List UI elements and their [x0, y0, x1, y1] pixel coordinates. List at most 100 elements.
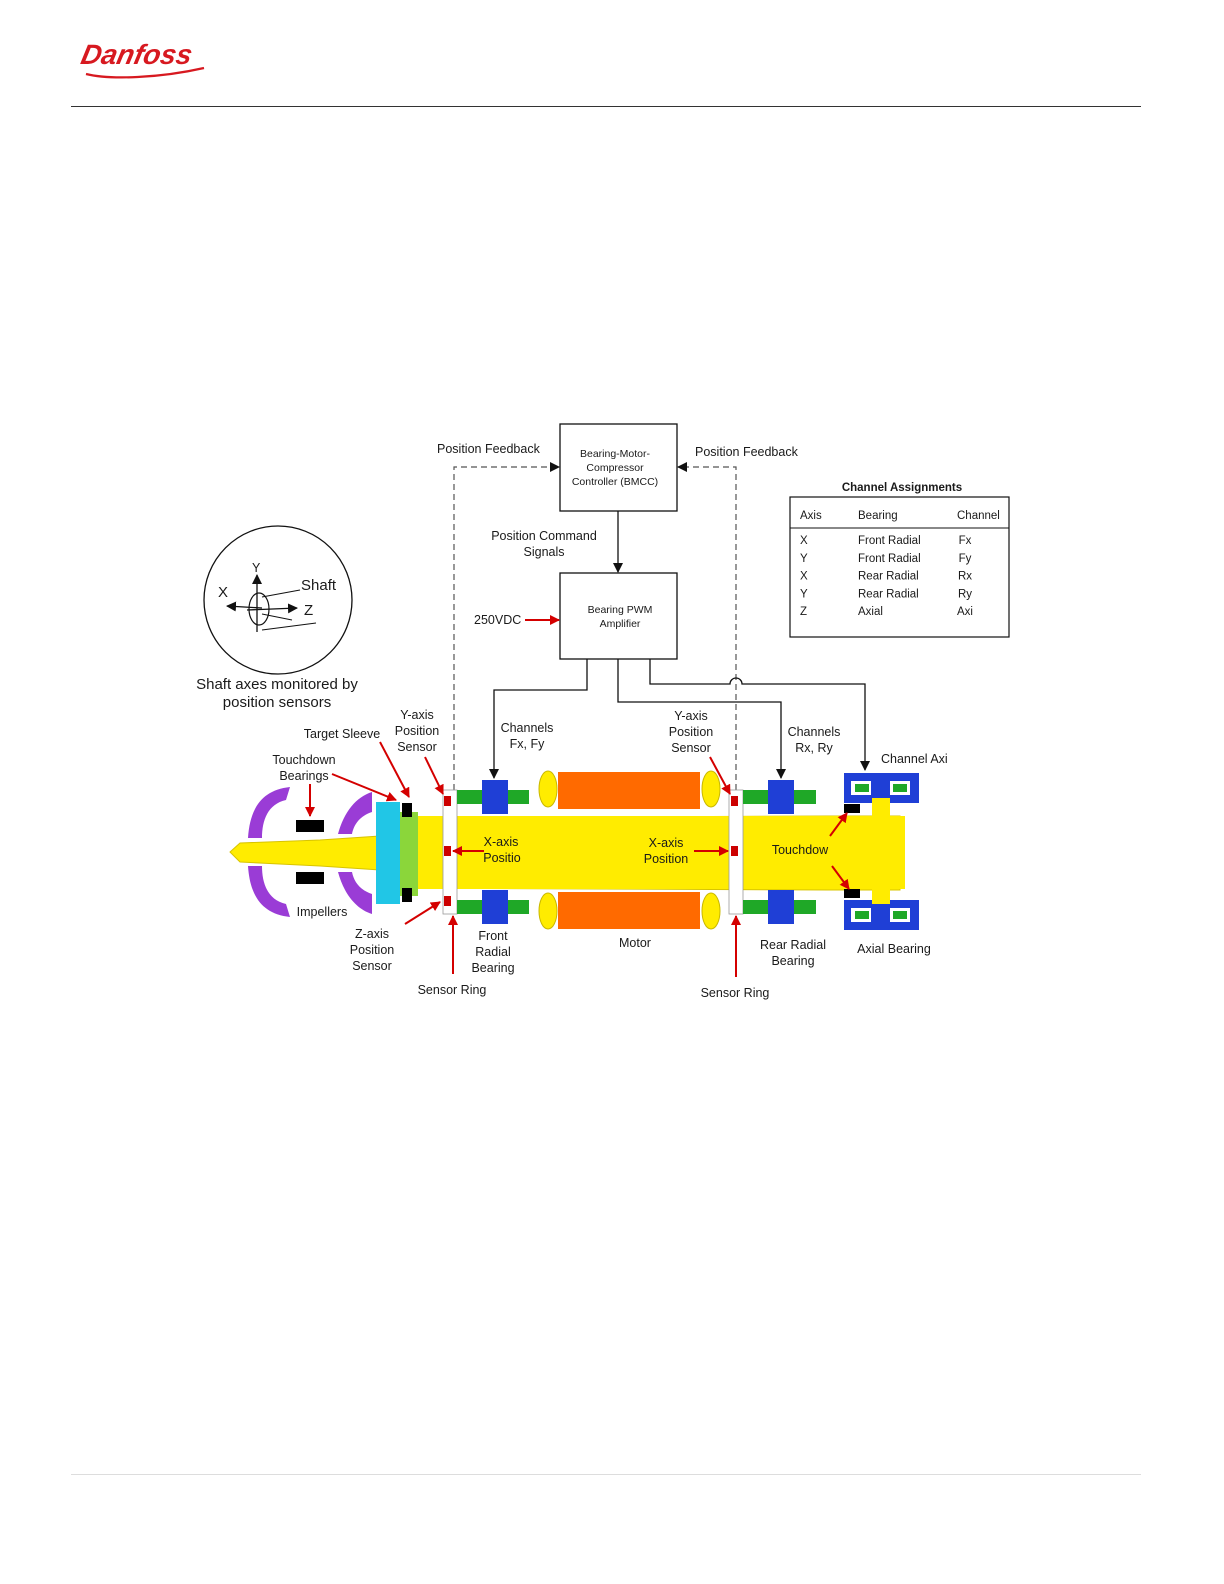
feedback-left-path: [453, 462, 560, 800]
shaft-line-1: [261, 589, 301, 598]
sensor-ring-right-label: Sensor Ring: [701, 986, 770, 1000]
impeller-lower-right: [338, 872, 372, 914]
feedback-right-path: [677, 462, 737, 800]
axial-coil-lr-g: [893, 911, 907, 919]
power-label: 250VDC: [474, 613, 521, 627]
axis-x-label: X: [218, 584, 228, 601]
motor-endturn-ur: [701, 770, 721, 808]
motor-endturn-ul: [538, 770, 558, 808]
table-cell-r0-c0: X: [800, 535, 808, 547]
shaft-line-3: [261, 622, 317, 631]
target-sleeve-cyan: [376, 802, 400, 904]
bmcc-controller-box: [559, 423, 678, 512]
feedback-left-label: Position Feedback: [437, 442, 541, 456]
channel-axial-line: [649, 659, 870, 771]
motor-stator-lower: [558, 892, 700, 929]
table-cell-r0-c1: Front Radial: [858, 535, 921, 547]
channel-rear-line: [617, 659, 786, 779]
channels-rear-label-2: Rx, Ry: [795, 741, 833, 755]
amplifier-label-2: Amplifier: [600, 618, 641, 630]
arrow-touchdown-1: [331, 773, 397, 802]
channel-front-line: [489, 659, 588, 779]
shaft-section-icon: [248, 592, 270, 626]
front-bearing-upper: [482, 780, 508, 814]
shaft-axes-circle: [203, 525, 353, 675]
axial-bearing-label: Axial Bearing: [857, 942, 931, 956]
sensor-left-lower: [444, 896, 451, 906]
x-position-left-label-2: Positio: [483, 851, 521, 865]
bmcc-label-1: Bearing-Motor-: [580, 448, 651, 460]
z-sensor-label-1: Z-axis: [355, 927, 389, 941]
table-header-bearing: Bearing: [858, 510, 898, 522]
command-signals-label-1: Position Command: [491, 529, 597, 543]
footer-rule: [71, 1474, 1141, 1475]
x-position-left-label-1: X-axis: [484, 835, 519, 849]
touchdown-bearing-lower: [296, 872, 324, 884]
front-bearing-lower: [482, 890, 508, 924]
target-sleeve-label: Target Sleeve: [304, 727, 380, 741]
rear-bearing-label-2: Bearing: [771, 954, 814, 968]
table-cell-r1-c0: Y: [800, 553, 808, 565]
command-signals-label-2: Signals: [524, 545, 565, 559]
table-cell-r3-c1: Rear Radial: [858, 588, 919, 600]
table-cell-r2-c2: Rx: [958, 571, 972, 583]
table-cell-r2-c0: X: [800, 571, 808, 583]
axial-coil-ul-g: [855, 784, 869, 792]
channels-rear-label-1: Channels: [788, 725, 841, 739]
motor-endturn-lr: [701, 892, 721, 930]
z-sensor-label-2: Position: [350, 943, 395, 957]
touchdown-label-2: Bearings: [279, 769, 328, 783]
channels-front-label-1: Channels: [501, 721, 554, 735]
rear-bearing-lower: [768, 890, 794, 924]
motor-label: Motor: [619, 936, 651, 950]
y-sensor-left-label-3: Sensor: [397, 740, 437, 754]
x-axis-arrow: [226, 601, 263, 612]
front-bearing-label-3: Bearing: [471, 961, 514, 975]
arrow-touchdown-rear-lower: [831, 865, 850, 890]
feedback-right-label: Position Feedback: [695, 445, 799, 459]
table-cell-r4-c1: Axial: [858, 606, 883, 618]
touchdown-rear-upper: [844, 804, 860, 813]
svg-text:Danfoss: Danfoss: [80, 38, 195, 70]
impeller-upper-right: [338, 792, 372, 834]
table-cell-r3-c0: Y: [800, 588, 808, 600]
table-cell-r0-c2: Fx: [959, 535, 972, 547]
x-position-right-label-2: Position: [644, 852, 689, 866]
bmcc-label-3: Controller (BMCC): [572, 476, 658, 488]
shaft-label: Shaft: [301, 577, 337, 594]
front-bearing-label-2: Radial: [475, 945, 510, 959]
axial-coil-ur-g: [893, 784, 907, 792]
channel-axi-label: Channel Axi: [881, 752, 948, 766]
table-cell-r1-c2: Fy: [959, 553, 972, 565]
rear-bearing-upper: [768, 780, 794, 814]
z-sensor-upper: [402, 803, 412, 817]
shaft-core: [415, 816, 905, 889]
axial-coil-ll-g: [855, 911, 869, 919]
impellers-label: Impellers: [297, 905, 348, 919]
front-bearing-label-1: Front: [478, 929, 508, 943]
arrow-target-sleeve: [379, 741, 410, 798]
impeller-lower-left: [248, 866, 290, 917]
y-sensor-right-label-3: Sensor: [671, 741, 711, 755]
pwm-amplifier-box: [559, 572, 678, 660]
arrow-y-sensor-left: [424, 756, 444, 795]
touchdown-rear-lower: [844, 889, 860, 898]
header-rule: [71, 106, 1141, 107]
bmcc-label-2: Compressor: [586, 462, 644, 474]
y-sensor-right-label-1: Y-axis: [674, 709, 708, 723]
table-cell-r3-c2: Ry: [958, 588, 972, 600]
touchdown-label-1: Touchdown: [272, 753, 335, 767]
danfoss-logo: Danfoss: [80, 38, 205, 79]
z-sensor-lower: [402, 888, 412, 902]
channel-table-frame: [789, 496, 1010, 638]
table-cell-r4-c2: Axi: [957, 606, 973, 618]
z-axis-arrow: [246, 603, 298, 614]
x-sensor-left: [444, 846, 451, 856]
channels-front-label-2: Fx, Fy: [510, 737, 545, 751]
table-cell-r4-c0: Z: [800, 606, 807, 618]
touchdown-bearing-upper: [296, 820, 324, 832]
sensor-ring-left-label: Sensor Ring: [418, 983, 487, 997]
y-sensor-left-label-2: Position: [395, 724, 440, 738]
arrow-z-sensor: [404, 901, 441, 925]
